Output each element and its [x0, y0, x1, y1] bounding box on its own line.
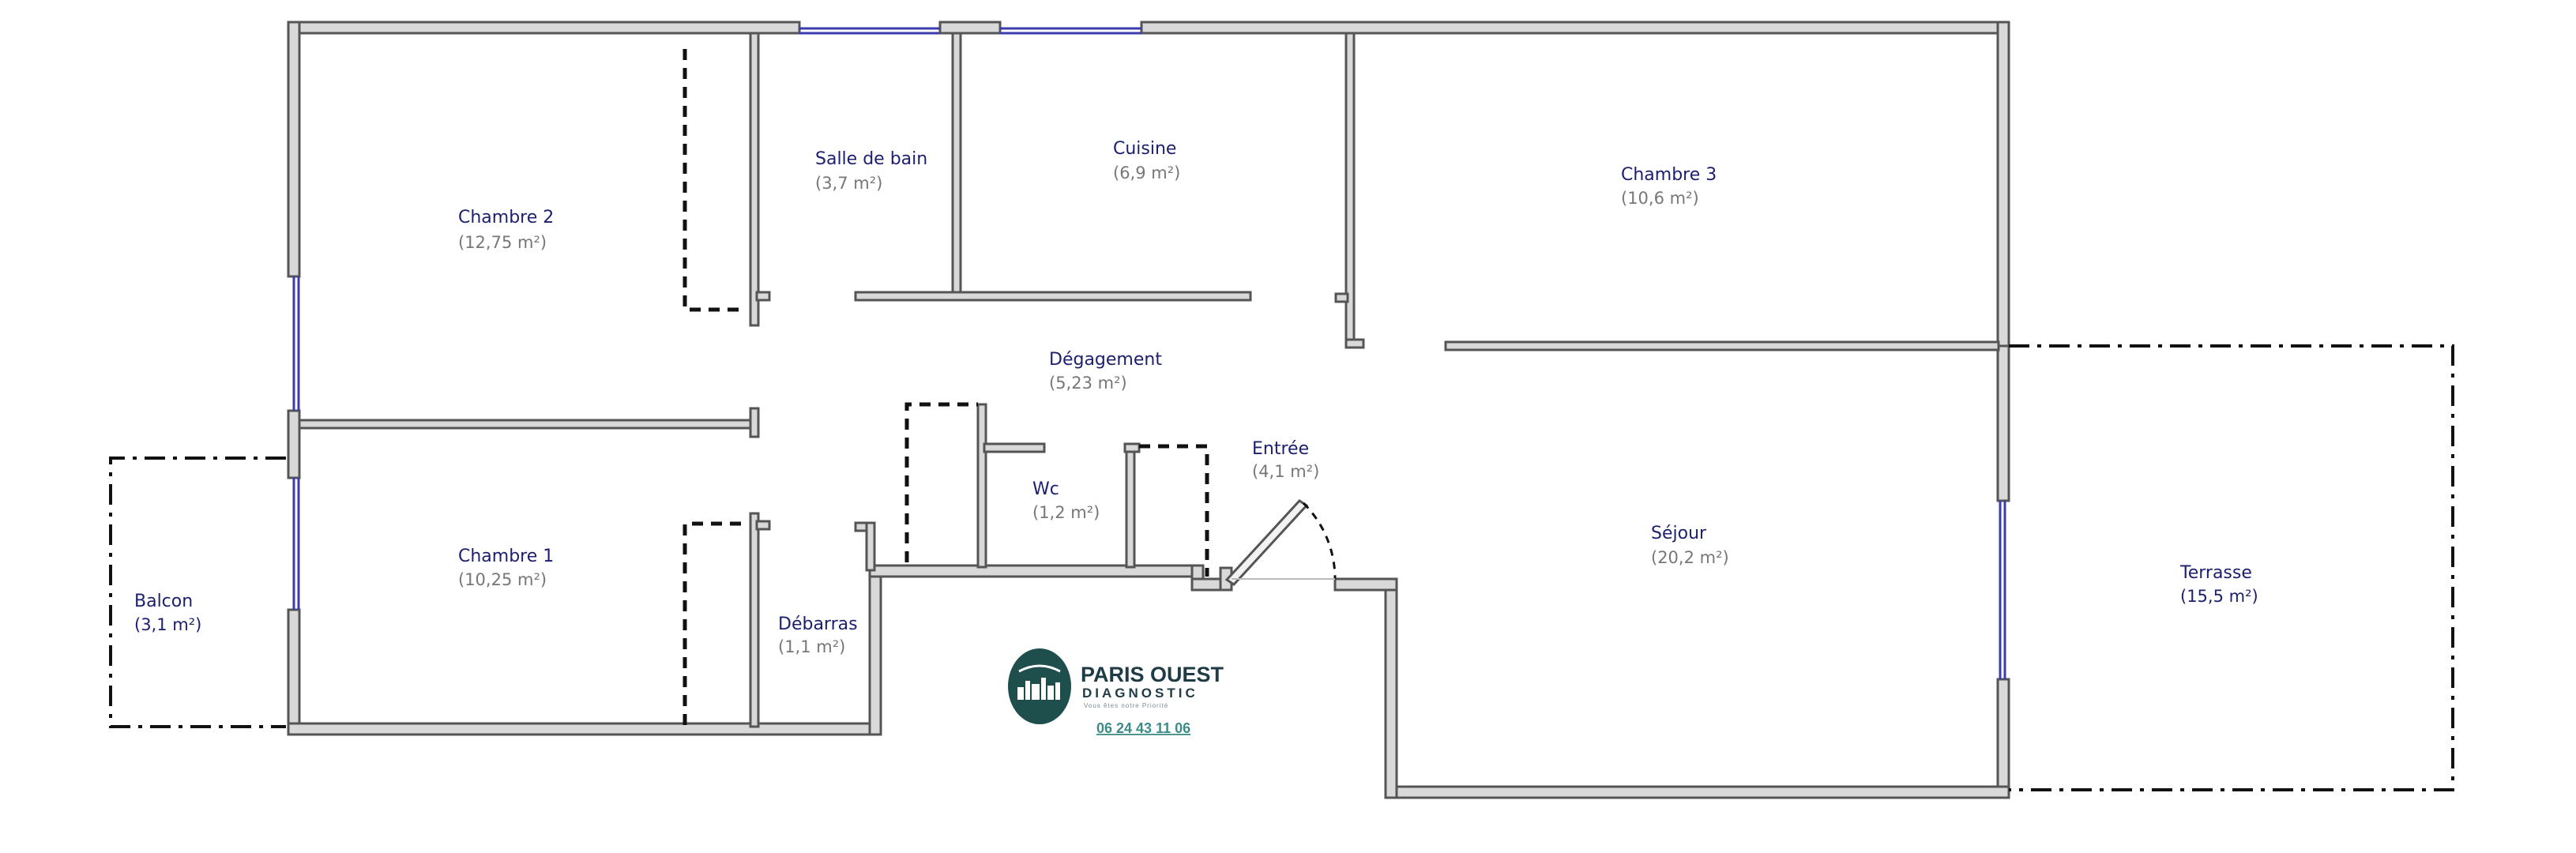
room-area: (3,1 m²) [134, 615, 201, 634]
room-name: Débarras [778, 614, 858, 634]
outer-walls [287, 21, 2010, 799]
logo-name: PARIS OUEST [1081, 663, 1224, 686]
room-name: Terrasse [2179, 563, 2252, 583]
entrance-door [1224, 499, 1337, 586]
room-area: (5,23 m²) [1049, 374, 1127, 393]
room-name: Chambre 1 [458, 547, 554, 566]
company-logo: PARIS OUEST DIAGNOSTIC Vous êtes notre P… [1008, 648, 1224, 736]
closet-outlines [683, 49, 1209, 725]
room-area: (10,25 m²) [458, 570, 547, 589]
room-name: Entrée [1252, 439, 1309, 459]
room-area: (6,9 m²) [1113, 163, 1180, 182]
room-area: (12,75 m²) [458, 233, 547, 252]
room-area: (1,2 m²) [1032, 503, 1100, 522]
room-label-entree: Entrée (4,1 m²) [1252, 439, 1319, 481]
logo-tagline: Vous êtes notre Priorité [1084, 702, 1168, 709]
city-skyline-icon [1017, 664, 1061, 700]
windows [292, 27, 2006, 679]
logo-phone: 06 24 43 11 06 [1096, 720, 1190, 736]
room-label-balcon: Balcon (3,1 m²) [134, 592, 201, 634]
room-label-sejour: Séjour (20,2 m²) [1651, 524, 1729, 567]
logo-subtitle: DIAGNOSTIC [1082, 686, 1198, 701]
room-label-wc: Wc (1,2 m²) [1032, 479, 1100, 522]
room-label-cuisine: Cuisine (6,9 m²) [1113, 139, 1180, 182]
room-name: Salle de bain [815, 149, 927, 169]
room-label-debarras: Débarras (1,1 m²) [778, 614, 858, 656]
room-area: (10,6 m²) [1621, 189, 1699, 208]
room-name: Cuisine [1113, 139, 1176, 159]
room-name: Séjour [1651, 524, 1707, 543]
room-label-degagement: Dégagement (5,23 m²) [1049, 350, 1162, 393]
outdoor-outlines [109, 344, 2454, 791]
room-name: Wc [1032, 479, 1059, 499]
room-label-chambre1: Chambre 1 (10,25 m²) [458, 547, 554, 589]
room-area: (20,2 m²) [1651, 548, 1729, 567]
room-label-chambre2: Chambre 2 (12,75 m²) [458, 208, 554, 252]
room-label-salle-de-bain: Salle de bain (3,7 m²) [815, 149, 927, 193]
room-area: (1,1 m²) [778, 637, 845, 656]
room-name: Chambre 2 [458, 208, 554, 227]
room-label-terrasse: Terrasse (15,5 m²) [2179, 563, 2258, 606]
room-name: Dégagement [1049, 350, 1162, 370]
room-label-chambre3: Chambre 3 (10,6 m²) [1621, 165, 1717, 208]
room-name: Balcon [134, 592, 193, 611]
room-area: (4,1 m²) [1252, 462, 1319, 481]
room-name: Chambre 3 [1621, 165, 1717, 185]
room-area: (15,5 m²) [2180, 587, 2258, 606]
interior-walls [298, 32, 2000, 728]
room-area: (3,7 m²) [815, 174, 882, 193]
